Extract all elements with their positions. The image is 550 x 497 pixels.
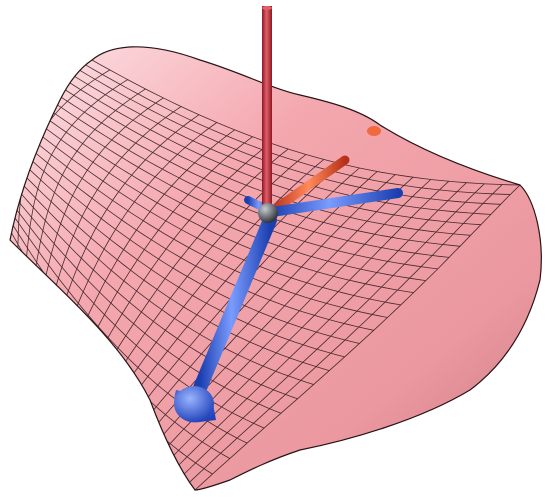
grid-line-v — [20, 129, 388, 318]
grid-line-v — [33, 108, 426, 281]
grid-line-v — [10, 189, 282, 414]
grid-line-v — [70, 73, 491, 215]
grid-line-v — [77, 68, 501, 205]
grid-line-v — [63, 78, 481, 226]
grid-line-v — [44, 95, 450, 258]
grid-line-v — [10, 208, 248, 444]
grid-line-v — [84, 63, 511, 195]
grid-line-v — [17, 137, 374, 331]
origin-sphere — [258, 203, 278, 223]
grid-line-v — [28, 115, 414, 293]
grid-line-v — [24, 122, 401, 306]
vertical-arrow — [262, 6, 272, 211]
grid-line-v — [10, 170, 314, 385]
grid-line-v — [10, 198, 265, 429]
grid-line-v — [12, 153, 345, 358]
grid-line-v — [11, 161, 330, 371]
grid-line-v — [38, 101, 438, 270]
grid-line-v — [10, 179, 298, 400]
blue-arrow-down — [174, 213, 277, 423]
orange-arrow — [267, 126, 381, 216]
saddle-surface — [9, 46, 542, 491]
vector-group — [174, 6, 403, 423]
grid-line-v — [14, 145, 360, 344]
grid-line-v — [91, 59, 521, 186]
